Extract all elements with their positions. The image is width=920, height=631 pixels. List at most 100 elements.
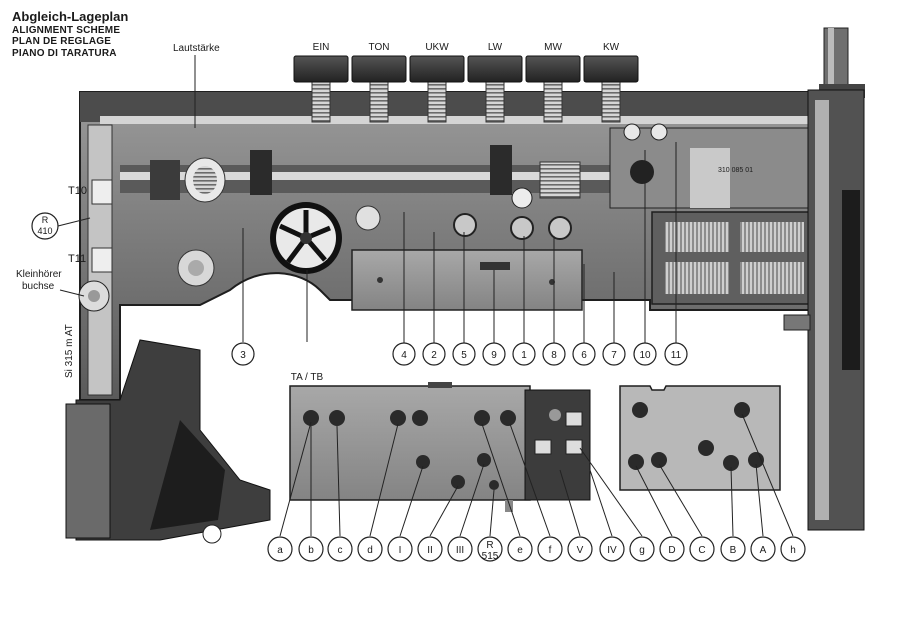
callout-label: 5 — [461, 350, 467, 361]
callout-label: 3 — [240, 350, 246, 361]
telescopic-antenna — [819, 27, 865, 98]
callout-d: d — [357, 536, 383, 562]
callout-8: 8 — [542, 342, 566, 366]
callout-label: 515 — [482, 551, 499, 562]
label-kleinhoerer: Kleinhörer — [16, 269, 62, 280]
pushbutton-label: EIN — [313, 42, 330, 53]
pushbutton-label: UKW — [425, 42, 449, 53]
callout-a: a — [267, 536, 293, 562]
callout-h: h — [780, 536, 806, 562]
callout-3: 3 — [231, 342, 255, 366]
callout-g: g — [629, 536, 655, 562]
main-chassis — [65, 91, 813, 544]
label-t10: T10 — [68, 185, 87, 197]
callout-label: 10 — [639, 350, 651, 361]
callout-v: V — [567, 536, 593, 562]
callout-1: 1 — [512, 342, 536, 366]
callout-ta-tb: TA / TB — [291, 372, 324, 383]
callout-iii: III — [447, 536, 473, 562]
callout-label: 4 — [401, 350, 407, 361]
callout-c: C — [689, 536, 715, 562]
label-buchse: buchse — [22, 281, 55, 292]
title-french: PLAN DE REGLAGE — [12, 36, 112, 48]
callout-5: 5 — [452, 342, 476, 366]
pushbutton-row: EIN TON UKW LW MW KW — [293, 42, 639, 123]
pushbutton-ukw: UKW — [409, 42, 465, 123]
callout-2: 2 — [422, 342, 446, 366]
side-labels: Lautstärke T10 T11 R 410 Kleinhörer buch… — [16, 43, 753, 378]
title-italian: PIANO DI TARATURA — [12, 47, 117, 59]
label-t11: T11 — [68, 253, 86, 265]
callout-6: 6 — [572, 342, 596, 366]
pushbutton-label: TON — [369, 42, 390, 53]
callout-label: R — [486, 540, 493, 551]
callout-label: 1 — [521, 350, 527, 361]
callout-label: TA / TB — [291, 372, 324, 383]
callout-label: D — [668, 545, 675, 556]
callout-c: c — [327, 536, 353, 562]
label-fuse: Si 315 m AT — [64, 324, 75, 378]
pushbutton-label: LW — [488, 42, 503, 53]
callout-label: f — [549, 545, 552, 556]
callout-label: II — [427, 545, 433, 556]
callout-4: 4 — [392, 342, 416, 366]
callout-9: 9 — [482, 342, 506, 366]
pushbutton-label: MW — [544, 42, 562, 53]
callout-iv: IV — [599, 536, 625, 562]
callout-label: g — [639, 545, 645, 556]
callout-b: b — [298, 536, 324, 562]
callout-label: d — [367, 545, 373, 556]
callout-ii: II — [417, 536, 443, 562]
callout-label: h — [790, 545, 796, 556]
callout-label: I — [399, 545, 402, 556]
sub-board-right — [619, 385, 781, 491]
callout-label: 11 — [671, 350, 682, 361]
label-r410-top: R — [42, 215, 49, 225]
callout-b: B — [720, 536, 746, 562]
callout-label: a — [277, 545, 283, 556]
title-english: ALIGNMENT SCHEME — [12, 24, 121, 36]
label-r410-bottom: 410 — [37, 226, 52, 236]
callout-label: IV — [607, 545, 617, 556]
callout-label: A — [760, 545, 767, 556]
pushbutton-lw: LW — [467, 42, 523, 123]
label-lautstaerke: Lautstärke — [173, 43, 220, 54]
callout-label: C — [698, 545, 705, 556]
pushbutton-kw: KW — [583, 42, 639, 123]
callout-e: e — [507, 536, 533, 562]
callout-label: 7 — [611, 350, 617, 361]
callout-label: 9 — [491, 350, 497, 361]
callout-label: 2 — [431, 350, 437, 361]
pushbutton-ein: EIN — [293, 42, 349, 123]
callout-label: e — [517, 545, 523, 556]
title-german: Abgleich-Lageplan — [12, 9, 129, 24]
bottom-leader-lines — [279, 413, 794, 537]
pushbutton-mw: MW — [525, 42, 581, 123]
callout-d: D — [659, 536, 685, 562]
callout-11: 11 — [664, 342, 688, 366]
callout-label: V — [577, 545, 584, 556]
callout-a: A — [750, 536, 776, 562]
callout-i: I — [387, 536, 413, 562]
callout-label: B — [730, 545, 737, 556]
title-block: Abgleich-Lageplan ALIGNMENT SCHEME PLAN … — [12, 9, 129, 59]
main-callouts: 3 TA / TB 4 2 5 9 1 8 6 7 10 11 — [231, 342, 688, 383]
callout-label: c — [338, 545, 343, 556]
main-leader-lines — [242, 142, 677, 344]
pushbutton-ton: TON — [351, 42, 407, 123]
sub-board-left — [289, 382, 591, 512]
callout-7: 7 — [602, 342, 626, 366]
callout-label: 6 — [581, 350, 587, 361]
pushbutton-label: KW — [603, 42, 620, 53]
right-rail — [783, 89, 865, 531]
callout-10: 10 — [633, 342, 657, 366]
callout-f: f — [537, 536, 563, 562]
callout-label: b — [308, 545, 314, 556]
callout-label: III — [456, 545, 464, 556]
callout-label: 8 — [551, 350, 557, 361]
label-board-code: 310 085 01 — [718, 167, 753, 174]
